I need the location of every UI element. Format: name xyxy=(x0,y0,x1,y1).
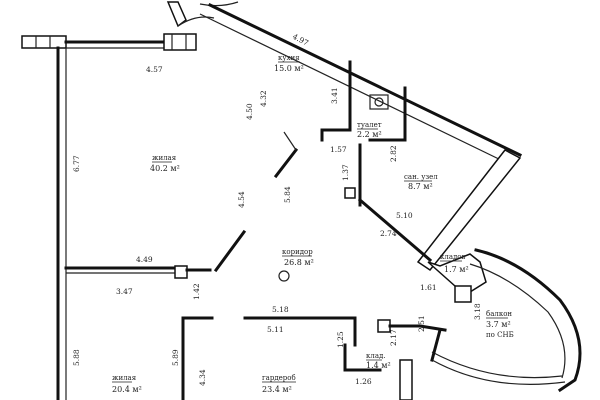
dim-4-32: 4.32 xyxy=(259,90,268,107)
dim-5-84: 5.84 xyxy=(283,186,292,203)
dim-4-50: 4.50 xyxy=(245,103,254,120)
room-wardrobe-name: гардероб xyxy=(262,374,296,382)
dim-5-11: 5.11 xyxy=(267,325,284,334)
dim-3-18: 3.18 xyxy=(473,303,482,320)
dim-1-25: 1.25 xyxy=(336,331,345,348)
dim-1-57: 1.57 xyxy=(330,145,347,154)
room-corridor-name: коридор xyxy=(282,248,313,256)
balcony-outer xyxy=(474,248,582,393)
column-2 xyxy=(174,265,188,279)
dim-5-88: 5.88 xyxy=(72,349,81,366)
dim-4-54: 4.54 xyxy=(237,191,246,208)
room-kitchen-name: кухня xyxy=(278,54,300,62)
dim-1-61: 1.61 xyxy=(420,283,437,292)
toilet-icon xyxy=(369,94,389,110)
room-wardrobe-area: 23.4 м² xyxy=(262,385,292,394)
dim-5-89: 5.89 xyxy=(171,349,180,366)
room-balcony-area: 3.7 м² xyxy=(486,320,511,329)
dim-5-10: 5.10 xyxy=(396,211,413,220)
dim-4-57: 4.57 xyxy=(146,65,163,74)
dim-6-77: 6.77 xyxy=(72,155,81,172)
room-kitchen-area: 15.0 м² xyxy=(274,64,304,73)
column-1 xyxy=(344,187,356,199)
room-toilet-area: 2.2 м² xyxy=(357,130,382,139)
room-bathroom-name: сан. узел xyxy=(404,173,438,181)
room-storage-name: кладов xyxy=(440,253,466,261)
balcony-rail xyxy=(431,359,566,385)
dim-4-49: 4.49 xyxy=(136,255,153,264)
dim-2-51: 2.51 xyxy=(417,315,426,332)
window-left-top xyxy=(21,35,67,49)
window-top xyxy=(163,33,197,51)
room-bathroom-area: 8.7 м² xyxy=(408,182,433,191)
room-living1-name: жилая xyxy=(152,154,177,162)
room-living1-area: 40.2 м² xyxy=(150,164,180,173)
wall-chunk-top xyxy=(166,1,187,28)
dim-2-82: 2.82 xyxy=(389,145,398,162)
fixtures xyxy=(278,94,389,282)
room-corridor-area: 26.8 м² xyxy=(284,258,314,267)
dimensions: 4.97 4.57 3.41 4.32 4.50 1.57 2.82 6.77 … xyxy=(72,32,482,386)
walls xyxy=(21,1,582,400)
dim-4-34: 4.34 xyxy=(198,369,207,386)
dim-2-17: 2.17 xyxy=(389,329,398,346)
room-closet-name: клад. xyxy=(366,352,386,360)
room-storage-area: 1.7 м² xyxy=(444,265,469,274)
room-living2-name: жилая xyxy=(112,374,137,382)
dim-2-74: 2.74 xyxy=(380,229,397,238)
room-balcony-note: по СНБ xyxy=(486,331,514,339)
column-round xyxy=(278,270,290,282)
wall-right-exterior xyxy=(416,149,522,272)
room-labels: кухня 15.0 м² туалет 2.2 м² сан. узел 8.… xyxy=(112,54,514,394)
dim-3-41: 3.41 xyxy=(330,87,339,104)
room-living2-area: 20.4 м² xyxy=(112,385,142,394)
room-closet-area: 1.4 м² xyxy=(366,361,391,370)
room-toilet-name: туалет xyxy=(357,121,382,129)
dim-1-37: 1.37 xyxy=(341,164,350,181)
dim-1-26: 1.26 xyxy=(355,377,372,386)
dim-3-47: 3.47 xyxy=(116,287,133,296)
wall-bottom-right xyxy=(399,359,413,400)
dim-5-18: 5.18 xyxy=(272,305,289,314)
dim-1-42: 1.42 xyxy=(192,283,201,300)
room-balcony-name: балкон xyxy=(486,310,512,318)
column-4 xyxy=(454,285,472,303)
